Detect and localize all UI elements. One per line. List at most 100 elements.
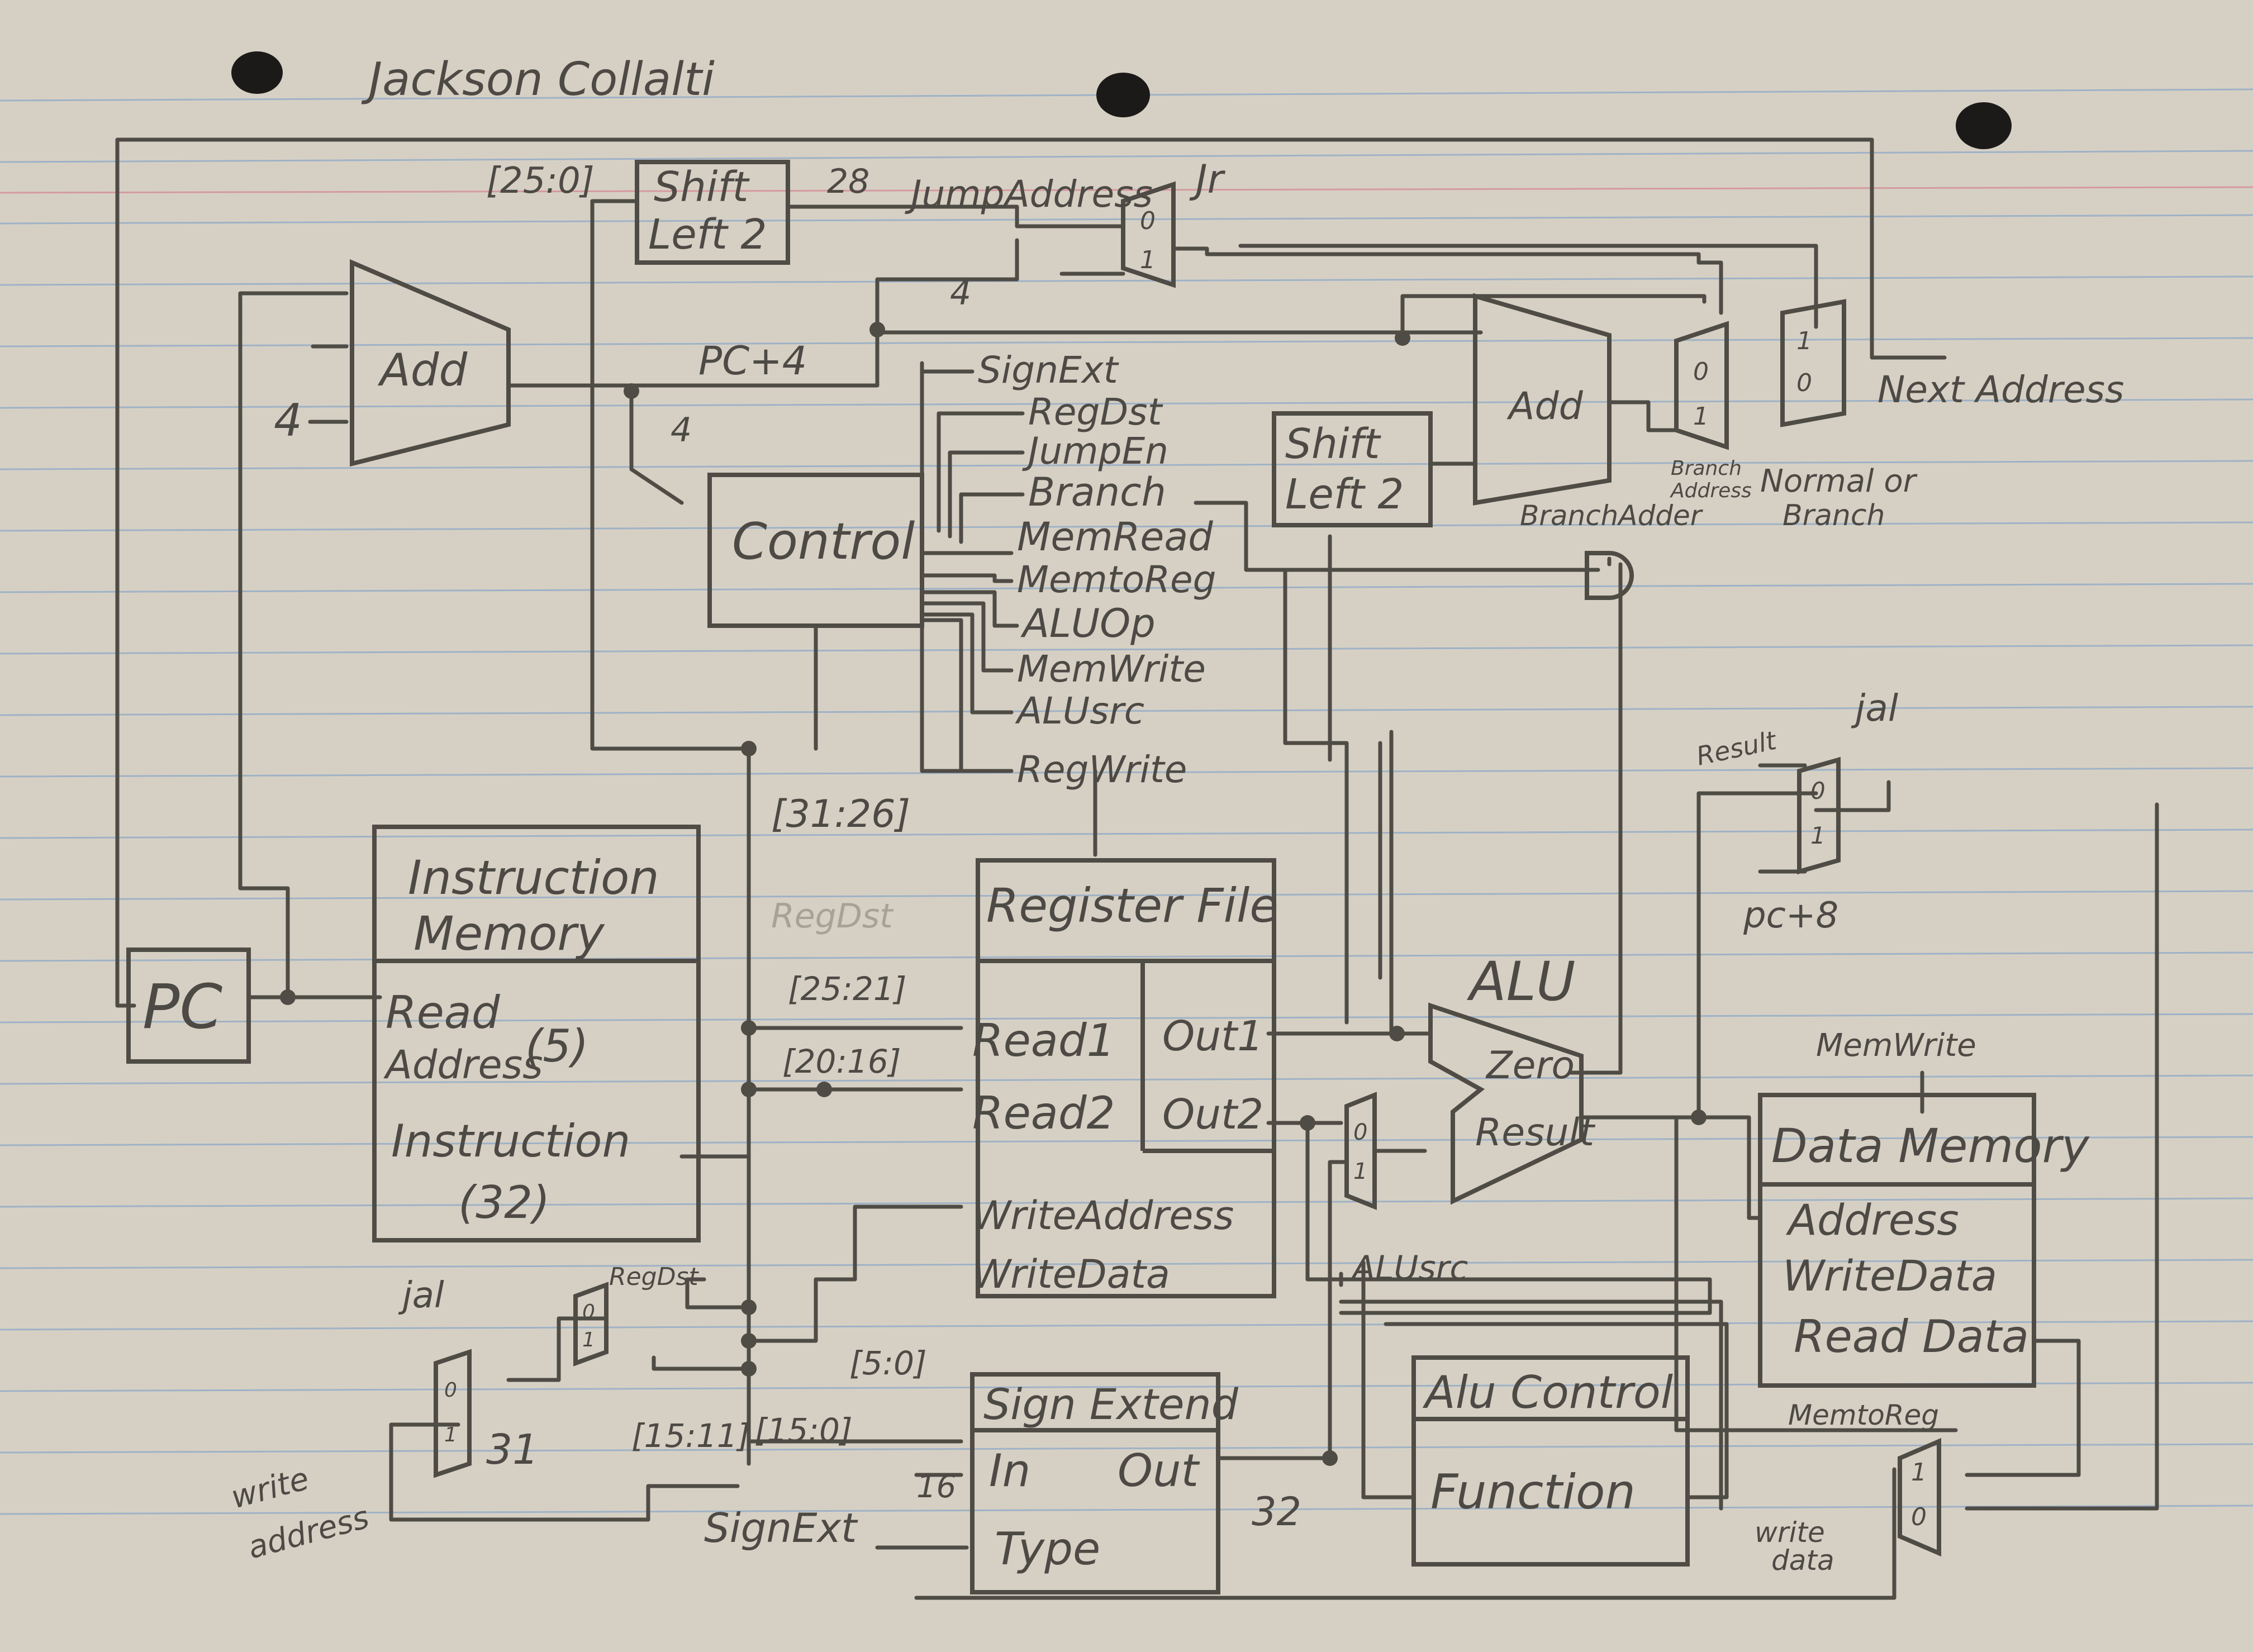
pc-plus-8: pc+8 bbox=[1743, 895, 1838, 936]
signext-in: In bbox=[989, 1445, 1030, 1497]
signext-out: Out bbox=[1118, 1445, 1200, 1497]
memtoreg-mux-0: 0 bbox=[1911, 1503, 1927, 1531]
pc-register bbox=[126, 948, 251, 1064]
alusrc-label: ALUsrc bbox=[1350, 1249, 1468, 1288]
branch-adder-label: Add bbox=[1506, 384, 1584, 429]
const-31: 31 bbox=[486, 1426, 539, 1474]
imem-address: Address bbox=[383, 1042, 543, 1088]
control-signal: ALUOp bbox=[1020, 601, 1156, 646]
regfile-out2: Out2 bbox=[1162, 1091, 1263, 1139]
control-signal: RegDst bbox=[1028, 391, 1163, 434]
write-address-1: write bbox=[227, 1460, 313, 1516]
alucontrol-function: Function bbox=[1430, 1464, 1636, 1520]
width-16: 16 bbox=[916, 1469, 956, 1505]
bits-15-0: [15:0] bbox=[754, 1411, 853, 1449]
shift-mid-line2: Left 2 bbox=[1285, 470, 1404, 518]
regfile-read2: Read2 bbox=[972, 1087, 1115, 1139]
write-data-2: data bbox=[1771, 1544, 1834, 1577]
regdst-faint: RegDst bbox=[771, 897, 894, 936]
control-label: Control bbox=[732, 512, 915, 571]
dmem-write-data: WriteData bbox=[1783, 1251, 1997, 1301]
next-address: Next Address bbox=[1877, 368, 2124, 411]
data-memory bbox=[1758, 1093, 2036, 1388]
control-signal-wires bbox=[920, 369, 1025, 773]
jal-bottom: jal bbox=[398, 1275, 444, 1316]
control-signal: MemWrite bbox=[1017, 648, 1206, 691]
dmem-address: Address bbox=[1785, 1195, 1959, 1245]
memwrite-label: MemWrite bbox=[1816, 1027, 1976, 1064]
memtoreg-label: MemtoReg bbox=[1788, 1399, 1939, 1431]
control-signal-list: SignExt RegDst JumpEn Branch MemRead Mem… bbox=[978, 349, 1216, 791]
regfile-write-data: WriteData bbox=[972, 1251, 1170, 1297]
control-signal: MemtoReg bbox=[1017, 558, 1216, 601]
memtoreg-mux bbox=[1898, 1437, 1941, 1557]
regdst-mux bbox=[573, 1282, 609, 1367]
write-address-2: address bbox=[244, 1499, 373, 1566]
shift-mid-line1: Shift bbox=[1285, 420, 1381, 468]
control-signal: RegWrite bbox=[1017, 748, 1187, 791]
bits-5-0: [5:0] bbox=[849, 1344, 927, 1382]
shift-top-line1: Shift bbox=[654, 163, 750, 211]
width-32: 32 bbox=[1252, 1489, 1301, 1535]
binder-holes bbox=[231, 51, 2012, 149]
memtoreg-mux-1: 1 bbox=[1911, 1458, 1927, 1487]
pc-adder-label: Add bbox=[377, 344, 468, 396]
imem-instruction: Instruction bbox=[391, 1115, 630, 1167]
imem-instruction-width: (32) bbox=[458, 1177, 550, 1229]
pc-adder bbox=[350, 259, 511, 467]
alu bbox=[1428, 1002, 1584, 1205]
control-unit bbox=[707, 473, 924, 628]
alusrc-mux-1: 1 bbox=[1353, 1159, 1367, 1184]
alucontrol-title: Alu Control bbox=[1422, 1367, 1673, 1418]
shift-top-line2: Left 2 bbox=[648, 211, 767, 259]
shift-left-2-jump bbox=[635, 160, 790, 265]
branch-and-gate bbox=[1585, 551, 1634, 600]
sign-extend bbox=[970, 1372, 1220, 1594]
na-mux-1: 1 bbox=[1796, 327, 1812, 355]
control-signal: Branch bbox=[1028, 469, 1166, 515]
control-signal: SignExt bbox=[978, 349, 1119, 392]
regfile-title: Register File bbox=[986, 878, 1278, 933]
bits-20-16: [20:16] bbox=[782, 1042, 901, 1080]
signext-type: Type bbox=[995, 1523, 1100, 1575]
regdst-mux-0: 0 bbox=[582, 1301, 595, 1323]
shift-left-2-branch bbox=[1272, 411, 1433, 527]
jalw-mux-0: 0 bbox=[444, 1379, 457, 1402]
regfile-write-address: WriteAddress bbox=[972, 1193, 1234, 1239]
branch-address-1: Branch bbox=[1671, 457, 1742, 480]
pc-plus-4: PC+4 bbox=[698, 338, 807, 384]
normal-branch-mux bbox=[1674, 321, 1729, 450]
register-file bbox=[976, 858, 1276, 1298]
jr-label: Jr bbox=[1189, 156, 1226, 202]
imem-address-width: (5) bbox=[525, 1020, 588, 1072]
alu-zero: Zero bbox=[1485, 1044, 1575, 1088]
jalw-mux-1: 1 bbox=[444, 1424, 457, 1446]
pc-label: PC bbox=[142, 971, 222, 1042]
branch-adder bbox=[1473, 293, 1612, 506]
signext-input: SignExt bbox=[704, 1505, 858, 1551]
alu-control bbox=[1411, 1355, 1690, 1567]
const-4-label: 4 bbox=[274, 394, 302, 446]
jal-result-mux bbox=[1797, 756, 1841, 875]
dmem-title: Data Memory bbox=[1771, 1118, 2090, 1173]
jr-mux-1: 1 bbox=[1140, 246, 1156, 274]
imem-title-line1: Instruction bbox=[408, 850, 659, 905]
regdst-small: RegDst bbox=[609, 1263, 699, 1291]
jump-address: JumpAddress bbox=[905, 173, 1153, 216]
nb-mux-0: 0 bbox=[1693, 358, 1709, 386]
alu-title: ALU bbox=[1466, 950, 1575, 1013]
jr-mux-0: 0 bbox=[1140, 207, 1156, 235]
branch-address-2: Address bbox=[1670, 479, 1752, 502]
jal-mux-1: 1 bbox=[1810, 822, 1826, 849]
alusrc-mux bbox=[1344, 1092, 1377, 1210]
jal-write-mux bbox=[434, 1349, 472, 1478]
alu-result: Result bbox=[1475, 1111, 1596, 1155]
jr-mux bbox=[1121, 181, 1176, 288]
control-signal: JumpEn bbox=[1022, 430, 1168, 473]
regfile-read1: Read1 bbox=[972, 1015, 1115, 1067]
regfile-out1: Out1 bbox=[1162, 1012, 1263, 1060]
write-data-1: write bbox=[1755, 1516, 1825, 1549]
signext-title: Sign Extend bbox=[983, 1379, 1239, 1429]
